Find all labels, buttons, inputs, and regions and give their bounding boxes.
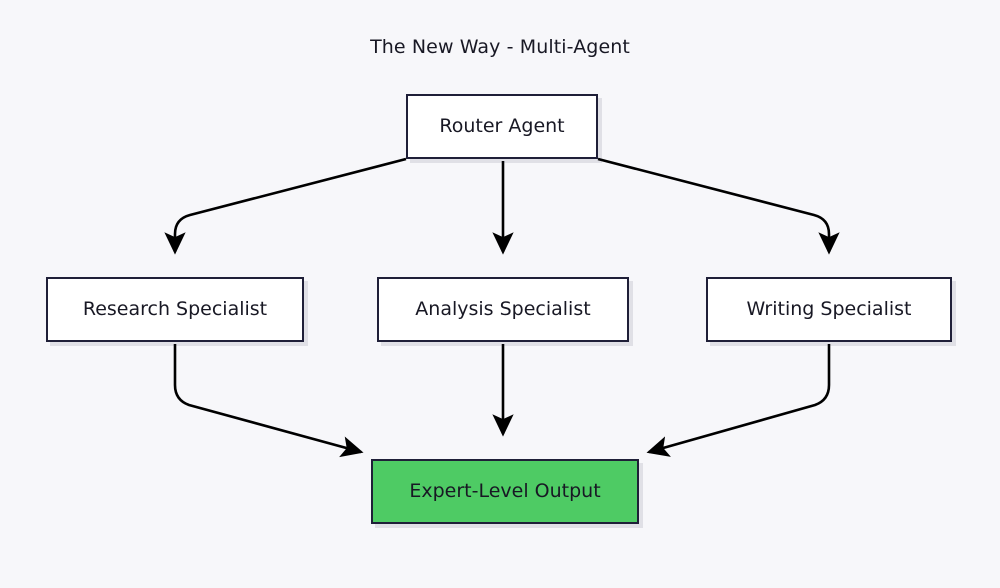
node-label: Expert-Level Output [409,480,601,502]
diagram-title: The New Way - Multi-Agent [370,36,630,58]
edge-writing-to-output [646,344,831,457]
node-writing-specialist[interactable]: Writing Specialist [706,277,952,342]
node-router-agent[interactable]: Router Agent [406,94,598,159]
node-label: Writing Specialist [746,298,912,320]
node-analysis-specialist[interactable]: Analysis Specialist [377,277,629,342]
node-expert-level-output[interactable]: Expert-Level Output [371,459,639,524]
edge-research-to-output [173,344,364,458]
edge-router-to-research [164,157,407,255]
node-label: Router Agent [439,115,565,137]
node-label: Analysis Specialist [415,298,591,320]
node-research-specialist[interactable]: Research Specialist [46,277,304,342]
edge-router-to-writing [597,157,840,255]
node-label: Research Specialist [82,298,268,320]
